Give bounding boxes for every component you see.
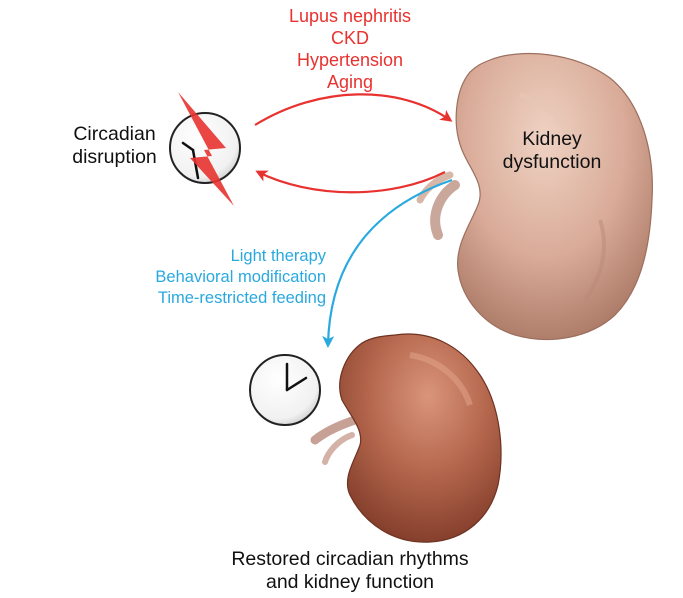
intervention-item: Time-restricted feeding: [157, 289, 326, 307]
circadian-disruption-line1: Circadian: [73, 123, 156, 145]
broken-clock-icon: [169, 92, 241, 206]
circadian-disruption-line2: disruption: [72, 146, 157, 168]
outcome-line2: and kidney function: [265, 571, 435, 593]
intervention-item: Behavioral modification: [155, 268, 326, 286]
clock-icon: [249, 354, 321, 426]
arrow-dysfunction-to-restored: [322, 178, 453, 348]
diseased-kidney: [416, 52, 653, 341]
outcome-line1: Restored circadian rhythms: [231, 548, 469, 570]
cause-item: Hypertension: [296, 50, 404, 70]
cause-item: CKD: [330, 28, 369, 48]
kidney-dysfunction-line2: dysfunction: [502, 151, 602, 173]
kidney-dysfunction-line1: Kidney: [522, 128, 582, 150]
causes-list: Lupus nephritis CKD Hypertension Aging: [250, 5, 450, 93]
cause-item: Lupus nephritis: [288, 6, 412, 26]
outcome-label: Restored circadian rhythms and kidney fu…: [200, 548, 500, 594]
arrow-disruption-to-dysfunction: [254, 93, 453, 126]
arrow-dysfunction-to-disruption: [255, 170, 446, 194]
circadian-disruption-label: Circadian disruption: [52, 123, 177, 169]
healthy-kidney: [310, 333, 502, 543]
cause-item: Aging: [326, 72, 374, 92]
intervention-item: Light therapy: [230, 247, 326, 265]
kidney-dysfunction-label: Kidney dysfunction: [487, 128, 617, 174]
interventions-list: Light therapy Behavioral modification Ti…: [120, 246, 326, 309]
